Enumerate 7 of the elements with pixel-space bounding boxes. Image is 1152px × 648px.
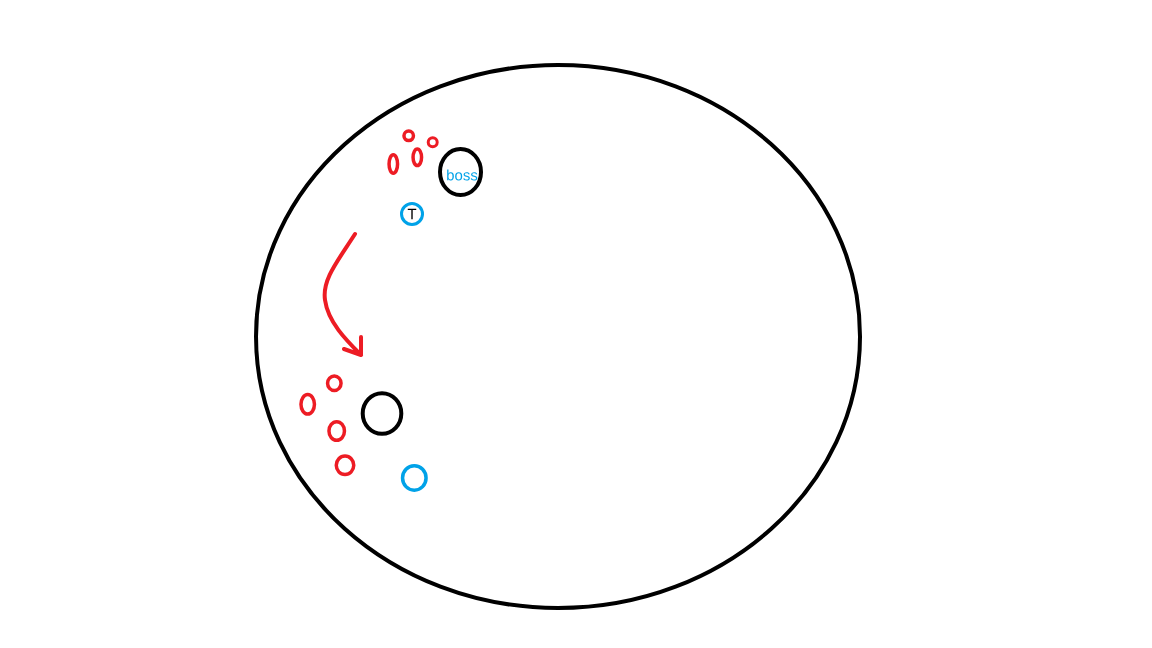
arena-circle	[254, 63, 862, 610]
player-circle	[334, 454, 356, 477]
player-circle	[325, 374, 343, 393]
player-circle	[327, 420, 347, 442]
player-circle	[299, 392, 317, 416]
tank-circle	[400, 464, 428, 492]
boss-circle	[360, 391, 404, 436]
